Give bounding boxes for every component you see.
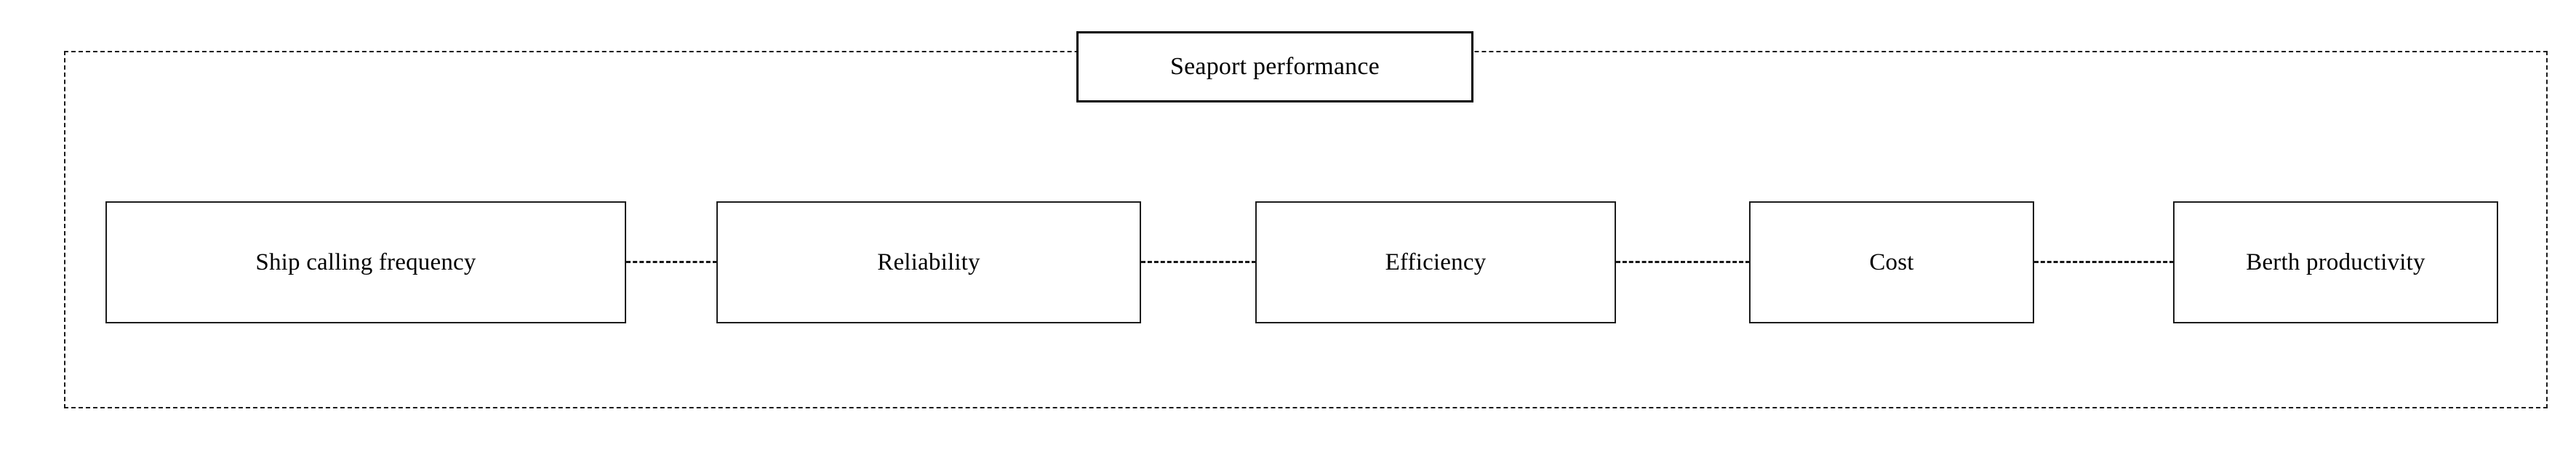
node-efficiency[interactable]: Efficiency xyxy=(1255,201,1616,323)
node-seaport-performance[interactable]: Seaport performance xyxy=(1076,31,1473,102)
node-berth-productivity[interactable]: Berth productivity xyxy=(2173,201,2498,323)
node-label-reliability: Reliability xyxy=(877,249,980,275)
node-reliability[interactable]: Reliability xyxy=(716,201,1141,323)
node-label-cost: Cost xyxy=(1869,249,1914,275)
node-label-efficiency: Efficiency xyxy=(1385,249,1487,275)
connector-efficiency-to-cost xyxy=(1616,261,1750,263)
node-cost[interactable]: Cost xyxy=(1749,201,2034,323)
node-label-ship-calling-frequency: Ship calling frequency xyxy=(255,249,476,275)
connector-ship-calling-frequency-to-reliability xyxy=(626,261,717,263)
connector-cost-to-berth-productivity xyxy=(2034,261,2174,263)
node-label-seaport-performance: Seaport performance xyxy=(1170,53,1380,80)
node-ship-calling-frequency[interactable]: Ship calling frequency xyxy=(105,201,626,323)
connector-reliability-to-efficiency xyxy=(1141,261,1256,263)
node-label-berth-productivity: Berth productivity xyxy=(2246,249,2425,275)
